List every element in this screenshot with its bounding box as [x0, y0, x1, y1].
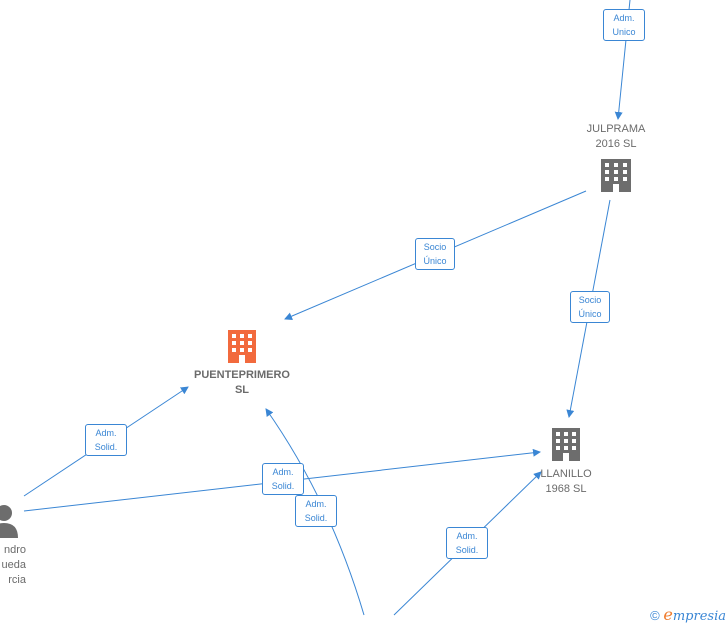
edge-label-line: Solid. — [304, 513, 328, 523]
edge-label-line: Adm. — [305, 499, 327, 509]
node-name-line: ueda — [1, 559, 26, 571]
copyright-symbol: © — [650, 608, 660, 623]
node-name-line: PUENTEPRIMERO — [194, 369, 290, 381]
node-label-person[interactable]: ndro ueda rcia — [0, 543, 26, 588]
node-name-line: 1968 SL — [545, 483, 587, 495]
edge-label-line: Solid. — [271, 481, 295, 491]
edge-label-line: Adm. — [95, 428, 117, 438]
edge-label-adm-unico[interactable]: Adm. Unico — [603, 9, 645, 41]
building-icon[interactable] — [601, 159, 631, 192]
node-name-line: JULPRAMA — [586, 123, 646, 135]
node-name-line: LLANILLO — [540, 468, 592, 480]
empresia-watermark: © empresia — [650, 605, 726, 624]
node-label-puenteprimero[interactable]: PUENTEPRIMERO SL — [182, 368, 302, 398]
edge-label-line: Solid. — [455, 545, 479, 555]
node-name-line: rcia — [8, 574, 26, 586]
edge-label-line: Adm. — [456, 531, 478, 541]
node-name-line: 2016 SL — [595, 138, 637, 150]
building-icon[interactable] — [552, 428, 580, 461]
edge-label-line: Único — [423, 256, 447, 266]
edge-label-line: Único — [578, 309, 602, 319]
building-icon[interactable] — [228, 330, 256, 363]
person-icon[interactable] — [0, 505, 18, 538]
edge-label-line: Unico — [612, 27, 636, 37]
edge-label-line: Socio — [423, 242, 447, 252]
edge-label-adm-solid[interactable]: Adm. Solid. — [446, 527, 488, 559]
node-label-julprama[interactable]: JULPRAMA 2016 SL — [576, 122, 656, 152]
brand-name: mpresia — [672, 609, 726, 624]
edge-label-line: Socio — [578, 295, 602, 305]
edge-label-adm-solid[interactable]: Adm. Solid. — [262, 463, 304, 495]
edge-label-socio-unico[interactable]: Socio Único — [570, 291, 610, 323]
edge-label-line: Adm. — [272, 467, 294, 477]
node-name-line: SL — [234, 384, 250, 396]
edge-label-adm-solid[interactable]: Adm. Solid. — [85, 424, 127, 456]
edge-label-line: Solid. — [94, 442, 118, 452]
brand-initial: e — [663, 605, 673, 624]
edge-label-line: Adm. — [613, 13, 635, 23]
node-name-line: ndro — [3, 544, 26, 556]
edge-label-socio-unico[interactable]: Socio Único — [415, 238, 455, 270]
node-label-llanillo[interactable]: LLANILLO 1968 SL — [526, 467, 606, 497]
edge-label-adm-solid[interactable]: Adm. Solid. — [295, 495, 337, 527]
